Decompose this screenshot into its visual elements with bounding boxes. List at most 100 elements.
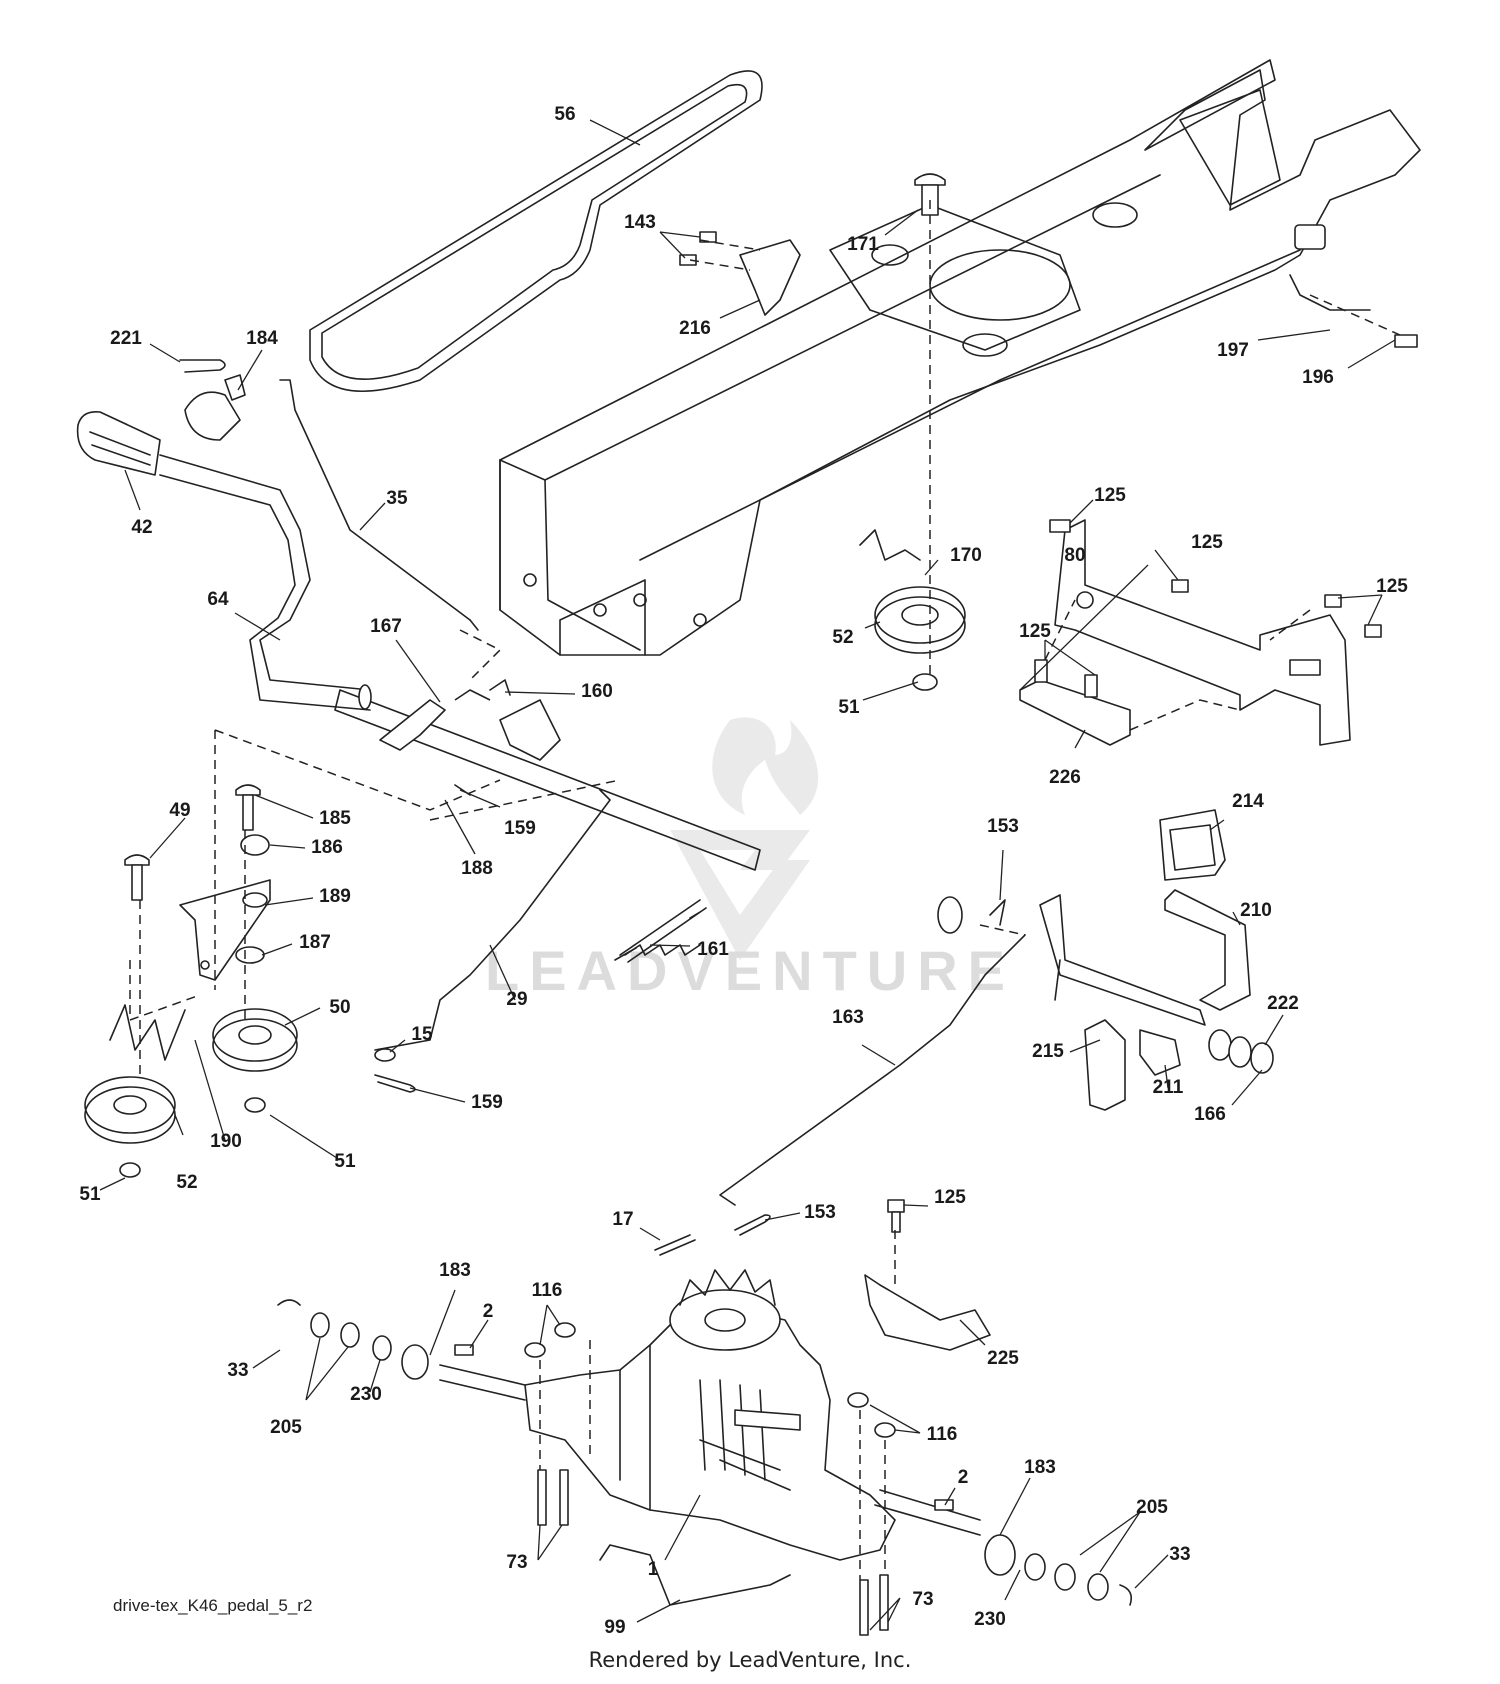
callout-226: 226 xyxy=(1049,767,1081,788)
callout-211: 211 xyxy=(1153,1077,1184,1098)
callout-216: 216 xyxy=(679,318,711,339)
callout-52-lower: 52 xyxy=(176,1172,197,1193)
callout-42: 42 xyxy=(131,517,152,538)
transaxle-1 xyxy=(439,1269,981,1561)
bracket-80 xyxy=(1054,519,1351,746)
shaft-assembly xyxy=(334,684,761,871)
clip-160 xyxy=(489,679,511,696)
callout-197: 197 xyxy=(1217,340,1249,361)
hairpin-clip-221 xyxy=(179,359,226,373)
callout-73-right: 73 xyxy=(912,1589,933,1610)
callout-51-mid: 51 xyxy=(334,1151,356,1172)
callout-159-upper: 159 xyxy=(504,818,536,839)
callout-189: 189 xyxy=(319,886,351,907)
knob-184 xyxy=(184,374,246,441)
cotter-153 xyxy=(989,899,1006,926)
callout-64: 64 xyxy=(207,589,229,610)
callout-80: 80 xyxy=(1064,545,1085,566)
bracket-215 xyxy=(1084,1019,1126,1111)
pedal-arm-210 xyxy=(1164,889,1251,1011)
bracket-216 xyxy=(679,231,801,316)
footer-credit: Rendered by LeadVenture, Inc. xyxy=(588,1648,912,1672)
callout-163: 163 xyxy=(832,1007,864,1028)
callout-99: 99 xyxy=(604,1617,625,1638)
callout-143: 143 xyxy=(624,212,656,233)
nut-51-upper xyxy=(912,673,938,691)
callout-230-right: 230 xyxy=(974,1609,1006,1630)
shift-rod-35 xyxy=(279,379,479,631)
cotter-159-lower xyxy=(374,1074,416,1093)
handle-grip-42 xyxy=(76,410,161,476)
washer-187 xyxy=(235,946,265,964)
callout-116-left: 116 xyxy=(532,1280,563,1301)
axle-hardware-right xyxy=(934,1499,1133,1606)
idler-spring-170 xyxy=(859,529,921,561)
pulley-50 xyxy=(212,1008,298,1072)
callout-52-upper: 52 xyxy=(832,627,853,648)
callout-225: 225 xyxy=(987,1348,1019,1369)
callout-1: 1 xyxy=(648,1559,659,1580)
callout-116-right: 116 xyxy=(927,1424,958,1445)
bolt-49 xyxy=(124,854,150,901)
callout-188: 188 xyxy=(461,858,493,879)
callout-205-right: 205 xyxy=(1136,1497,1168,1518)
callout-49: 49 xyxy=(169,800,190,821)
bolt-125-set-top xyxy=(1049,519,1382,638)
callout-161: 161 xyxy=(697,939,729,960)
callout-51-lower: 51 xyxy=(79,1184,101,1205)
callout-15: 15 xyxy=(411,1024,433,1045)
callout-190: 190 xyxy=(210,1131,242,1152)
pulley-52-lower xyxy=(84,1076,176,1144)
callout-29: 29 xyxy=(506,989,527,1010)
callout-160: 160 xyxy=(581,681,613,702)
watermark-logo xyxy=(670,717,819,960)
bracket-226 xyxy=(1019,659,1131,746)
drive-belt xyxy=(309,70,763,392)
callout-230-left: 230 xyxy=(350,1384,382,1405)
callout-17: 17 xyxy=(612,1209,633,1230)
bracket-225 xyxy=(864,1274,991,1351)
bolt-196 xyxy=(1394,334,1418,348)
callout-125-b: 125 xyxy=(1191,532,1223,553)
callout-215: 215 xyxy=(1032,1041,1064,1062)
callout-125-c: 125 xyxy=(1376,576,1408,597)
callout-56: 56 xyxy=(554,104,575,125)
leader-lines xyxy=(99,119,1396,1631)
callout-166: 166 xyxy=(1194,1104,1226,1125)
callout-167: 167 xyxy=(370,616,402,637)
watermark-text: LEADVENTURE xyxy=(485,939,1015,1002)
callout-2-left: 2 xyxy=(483,1301,494,1322)
callout-170: 170 xyxy=(950,545,982,566)
bolts-73 xyxy=(537,1469,889,1636)
pedal-pad-214 xyxy=(1159,809,1226,881)
bolt-185 xyxy=(235,784,261,831)
brake-rod-163 xyxy=(719,934,1026,1206)
spring-17 xyxy=(654,1234,696,1256)
callout-51-upper: 51 xyxy=(838,697,860,718)
rod-29 xyxy=(374,789,611,1051)
callout-184: 184 xyxy=(246,328,278,349)
callout-125-e: 125 xyxy=(934,1187,966,1208)
axle-hardware-left xyxy=(277,1299,474,1380)
pulley-52-upper xyxy=(874,586,966,654)
nut-51-lower xyxy=(119,1162,141,1178)
callout-210: 210 xyxy=(1240,900,1272,921)
callout-33-left: 33 xyxy=(227,1360,248,1381)
callout-2-right: 2 xyxy=(958,1467,969,1488)
callout-35: 35 xyxy=(386,488,408,509)
diagram-id-label: drive-tex_K46_pedal_5_r2 xyxy=(113,1596,313,1615)
callout-125-d: 125 xyxy=(1019,621,1051,642)
callout-186: 186 xyxy=(311,837,343,858)
bushing-pedal xyxy=(937,896,963,934)
callout-125-a: 125 xyxy=(1094,485,1126,506)
assembly-dashed-lines xyxy=(129,200,1401,1580)
callout-222: 222 xyxy=(1267,993,1299,1014)
callout-153-lower: 153 xyxy=(804,1202,836,1223)
nuts-116 xyxy=(524,1322,896,1438)
callout-205-left: 205 xyxy=(270,1417,302,1438)
idler-arm-189 xyxy=(179,879,271,981)
callout-221: 221 xyxy=(110,328,142,349)
bushing-186 xyxy=(240,834,270,856)
bolt-125-lower xyxy=(887,1199,905,1233)
